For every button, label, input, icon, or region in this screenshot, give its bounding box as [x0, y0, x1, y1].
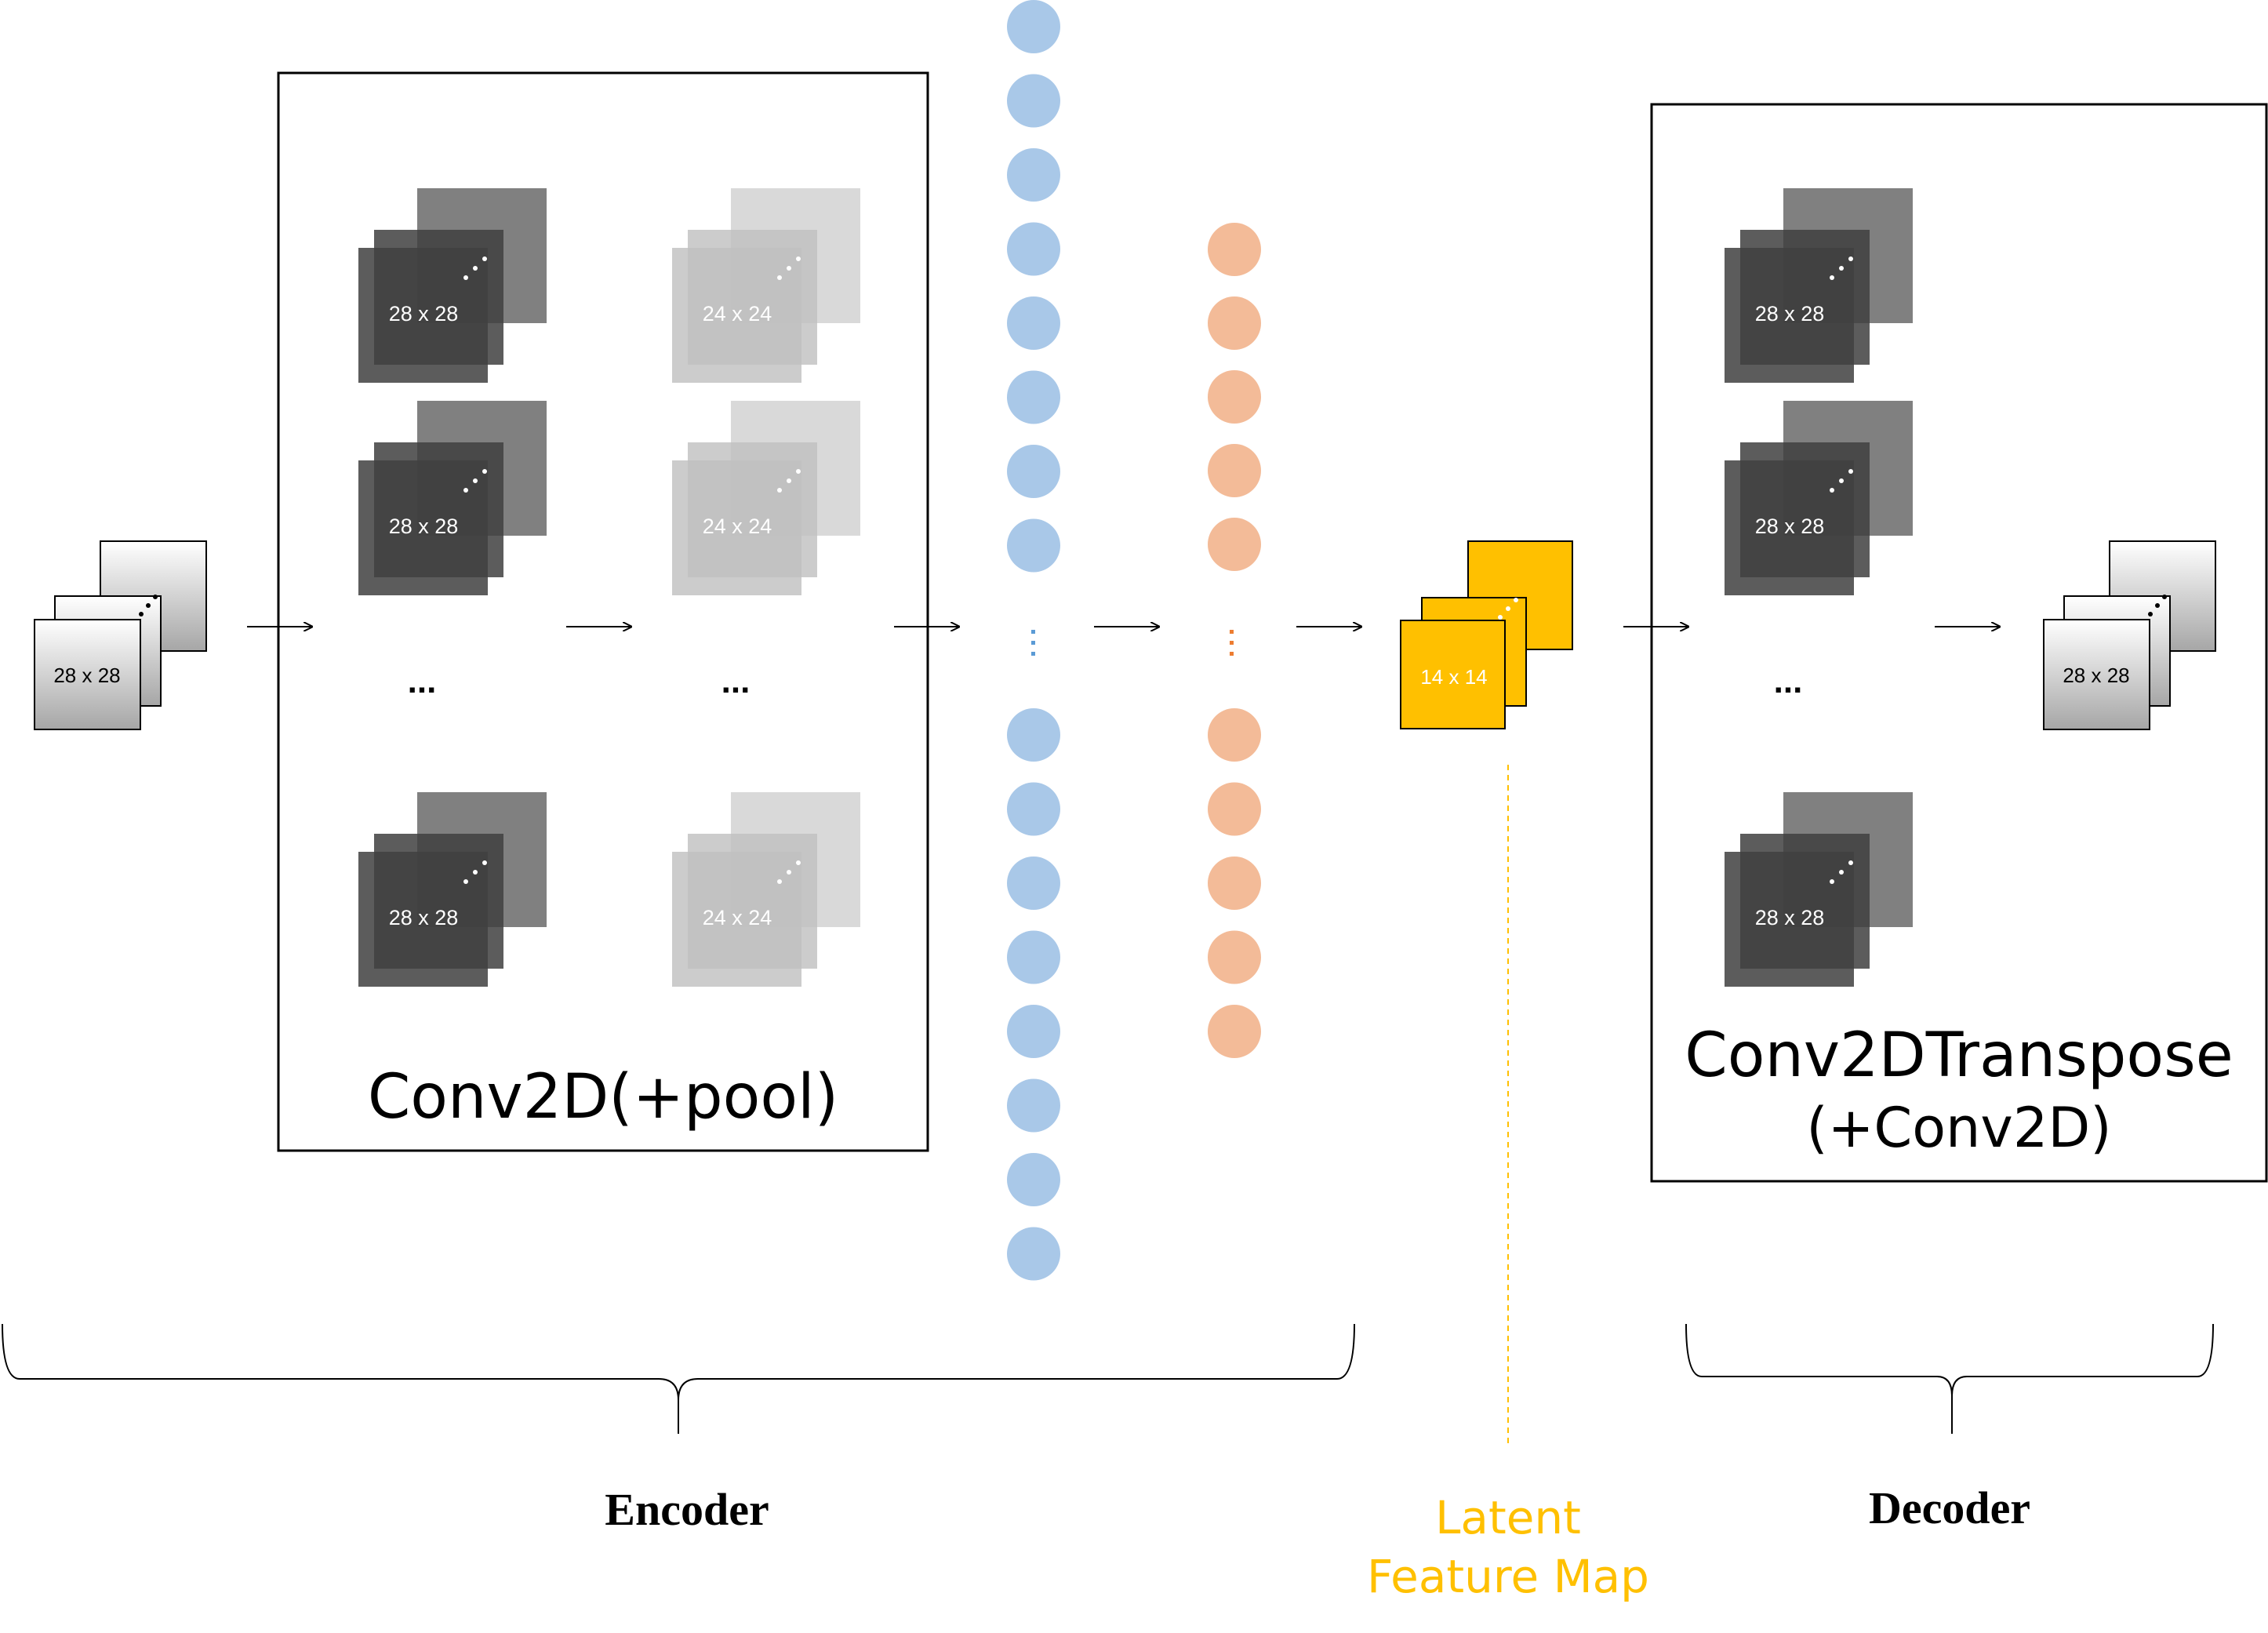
blue-neuron: [1007, 222, 1060, 276]
deconv-feature-stack: 28 x 28: [1725, 188, 1913, 383]
deconv-size-label: 28 x 28: [1755, 515, 1825, 538]
blue-neuron: [1007, 708, 1060, 762]
encoder-box-label: Conv2D(+pool): [368, 1062, 838, 1133]
orange-neuron: [1208, 857, 1261, 910]
latent-feature-map-stack: 14 x 14: [1400, 540, 1573, 729]
orange-neuron: [1208, 708, 1261, 762]
orange-neuron: [1208, 1005, 1261, 1058]
encoder-box: [277, 71, 929, 1152]
blue-neuron: [1007, 1078, 1060, 1133]
pool-size-label: 24 x 24: [703, 906, 772, 929]
orange-neuron: [1208, 518, 1261, 571]
blue-neuron: [1007, 930, 1060, 984]
blue-neuron: [1007, 296, 1060, 350]
stack-continuation-dots: [139, 595, 158, 616]
blue-neuron: [1007, 370, 1060, 424]
orange-neuron: [1208, 223, 1261, 276]
deconv-size-label: 28 x 28: [1755, 906, 1825, 929]
output-size-label: 28 x 28: [2063, 664, 2129, 687]
blue-neuron: [1007, 148, 1060, 202]
pool-size-label: 24 x 24: [703, 302, 772, 326]
deconv-size-label: 28 x 28: [1755, 302, 1825, 326]
conv-feature-stack: 28 x 28: [358, 188, 547, 383]
decoder-box-label-line1: Conv2DTranspose: [1685, 1020, 2233, 1091]
pool-feature-stack: 24 x 24: [672, 792, 860, 987]
conv-feature-stack: 28 x 28: [358, 401, 547, 595]
decoder-box: [1650, 103, 2268, 1183]
conv-size-label: 28 x 28: [389, 302, 459, 326]
output-image-stack: 28 x 28: [2043, 540, 2216, 730]
orange-layer-dots: [1230, 630, 1234, 656]
pool-feature-stack: 24 x 24: [672, 401, 860, 595]
blue-neuron: [1007, 445, 1060, 498]
decoder-caption: Decoder: [1869, 1482, 2030, 1533]
decoder-ellipsis: ...: [1774, 662, 1803, 700]
decoder-brace: [1685, 1323, 2214, 1434]
encoder-brace: [2, 1323, 1355, 1434]
input-image-stack: 28 x 28: [34, 540, 207, 730]
orange-neuron: [1208, 370, 1261, 424]
input-size-label: 28 x 28: [53, 664, 120, 687]
blue-neuron: [1007, 0, 1060, 53]
blue-neuron: [1007, 1227, 1060, 1281]
pool-size-label: 24 x 24: [703, 515, 772, 538]
encoder-caption: Encoder: [605, 1484, 769, 1535]
dense-layer-orange: [1208, 223, 1261, 1058]
blue-neuron: [1007, 518, 1060, 573]
blue-neuron: [1007, 1153, 1060, 1206]
orange-neuron: [1208, 930, 1261, 984]
orange-neuron: [1208, 444, 1261, 497]
deconv-feature-stack: 28 x 28: [1725, 792, 1913, 987]
blue-neuron: [1007, 1005, 1060, 1058]
pool-ellipsis: ...: [721, 662, 751, 700]
latent-size-label: 14 x 14: [1420, 665, 1487, 689]
blue-layer-dots: [1031, 630, 1035, 656]
latent-caption-line2: Feature Map: [1367, 1550, 1649, 1603]
pool-feature-stack: 24 x 24: [672, 188, 860, 383]
blue-neuron: [1007, 782, 1060, 836]
blue-neuron: [1007, 74, 1060, 128]
conv-feature-stack: 28 x 28: [358, 792, 547, 987]
conv-size-label: 28 x 28: [389, 906, 459, 929]
latent-caption-line1: Latent: [1435, 1491, 1581, 1544]
orange-neuron: [1208, 296, 1261, 350]
decoder-box-label-line2: (+Conv2D): [1806, 1096, 2111, 1160]
conv-ellipsis: ...: [408, 662, 437, 700]
deconv-feature-stack: 28 x 28: [1725, 401, 1913, 595]
dense-layer-blue: [1007, 0, 1060, 1281]
orange-neuron: [1208, 782, 1261, 836]
conv-size-label: 28 x 28: [389, 515, 459, 538]
blue-neuron: [1007, 857, 1060, 910]
